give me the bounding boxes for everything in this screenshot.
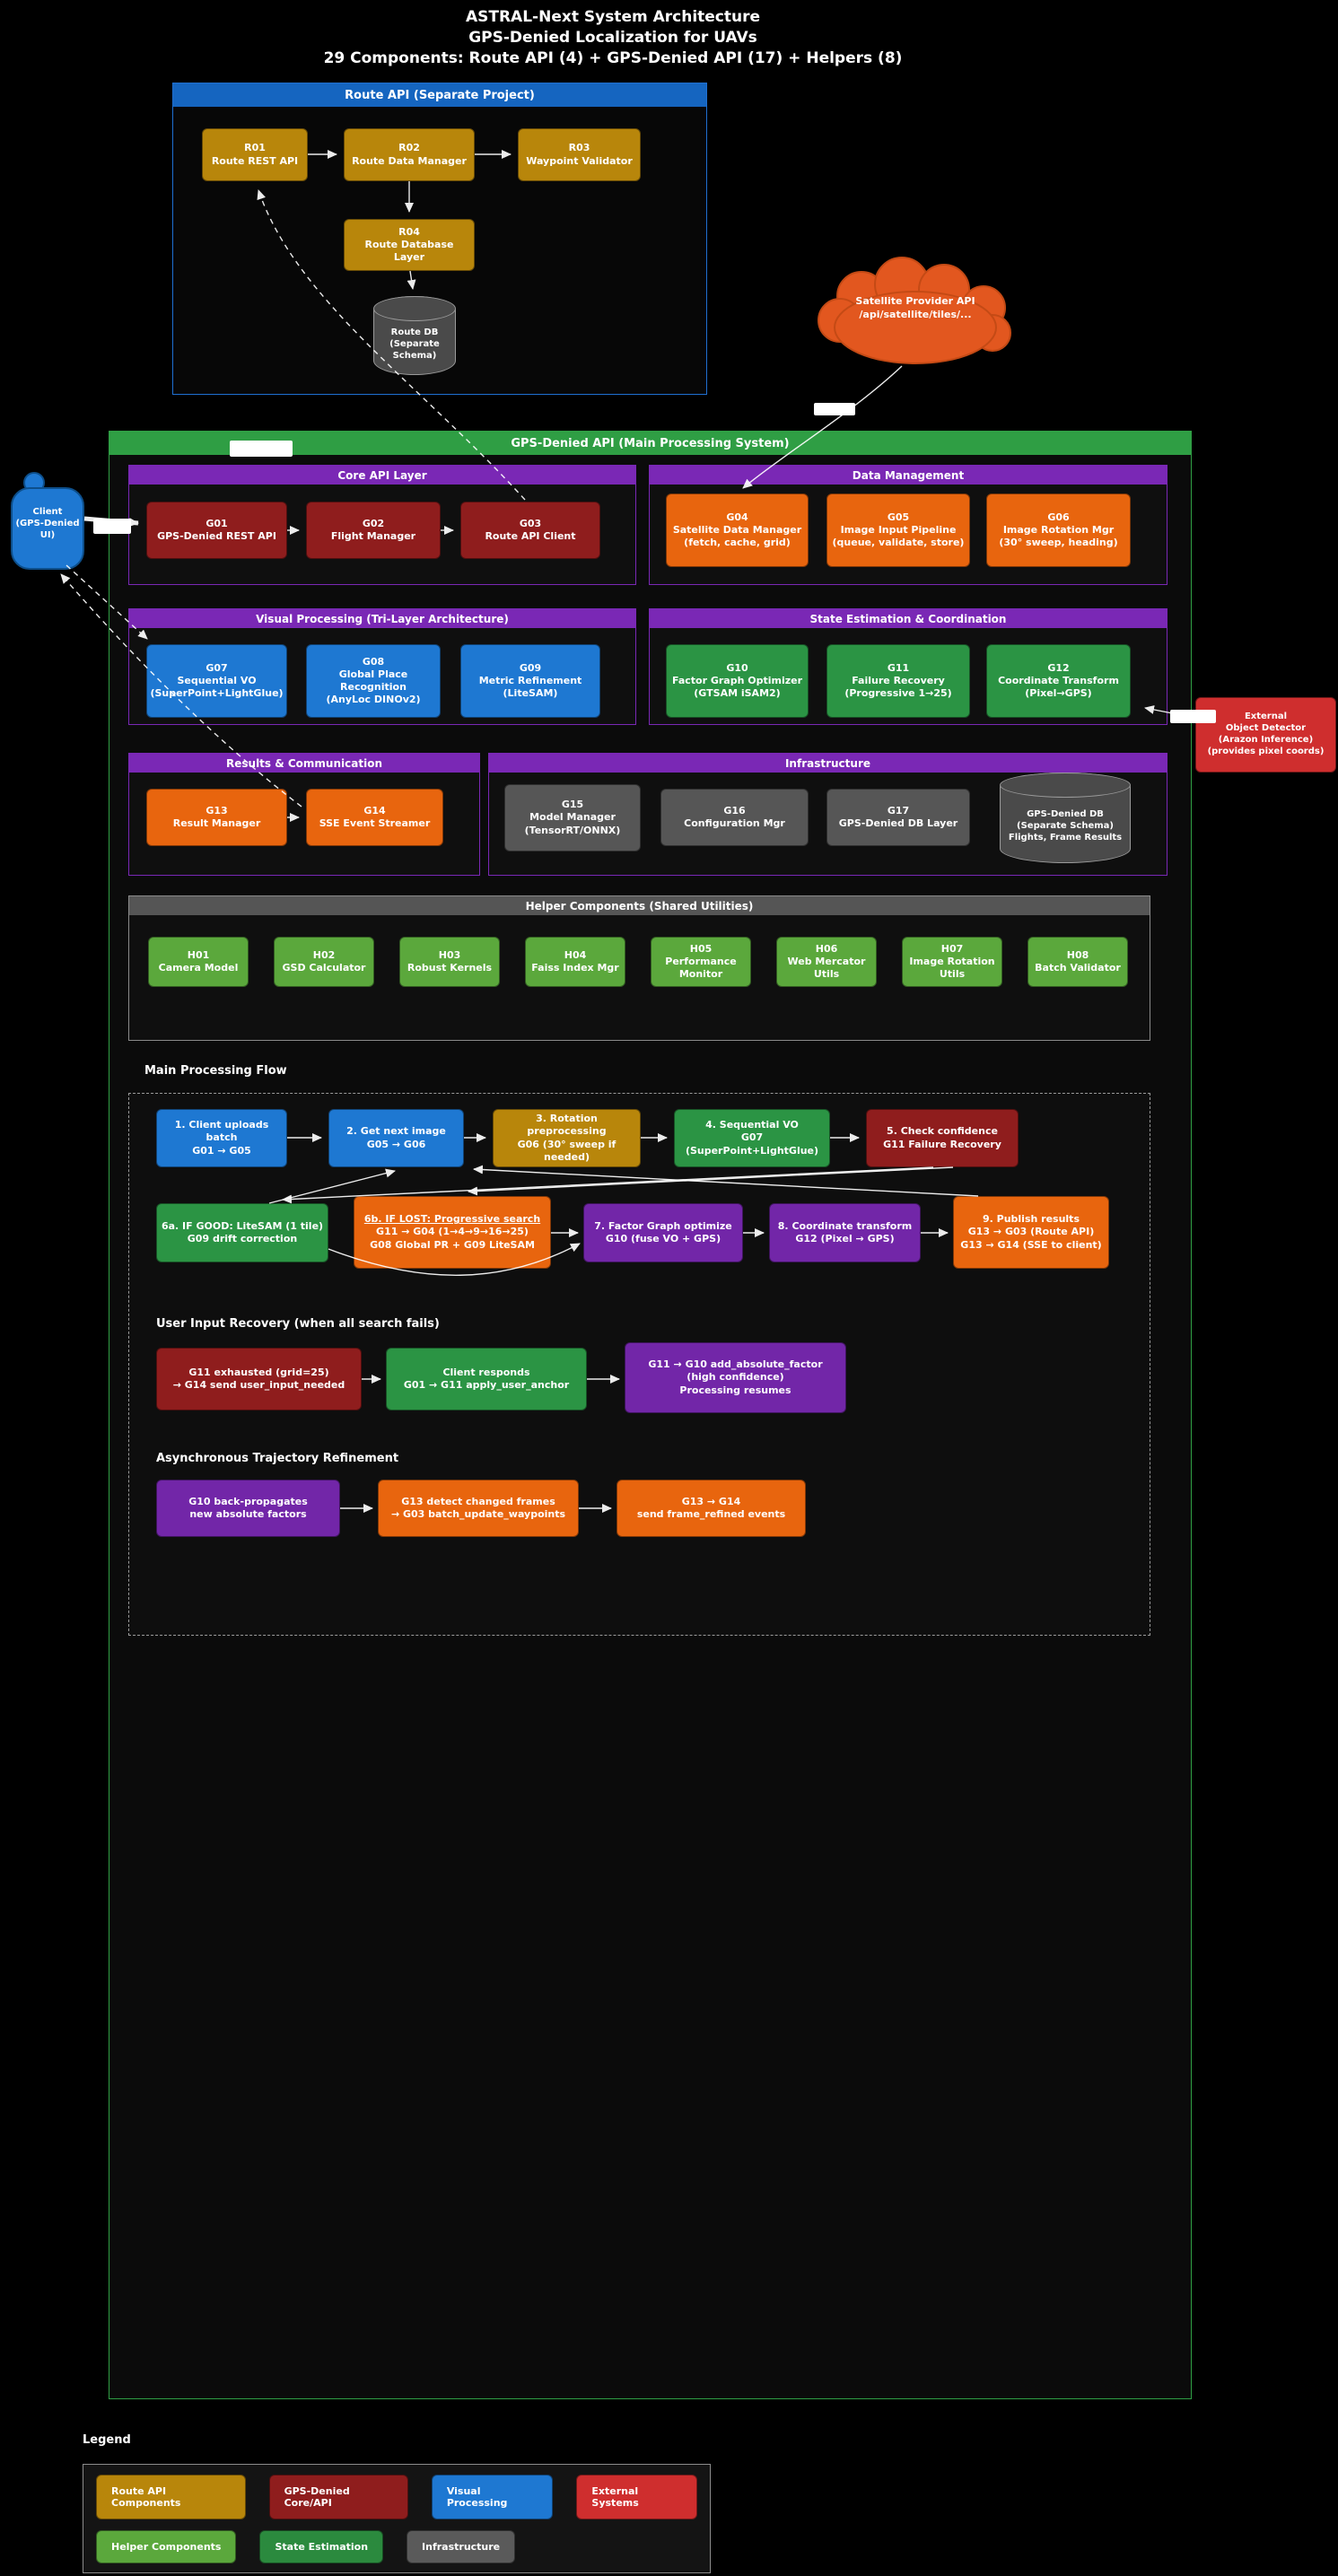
flow-step-9: 9. Publish results G13 → G03 (Route API)… bbox=[953, 1196, 1109, 1269]
node-g14: G14 SSE Event Streamer bbox=[306, 789, 443, 846]
node-g10: G10 Factor Graph Optimizer (GTSAM iSAM2) bbox=[666, 644, 809, 718]
node-h02: H02 GSD Calculator bbox=[274, 937, 374, 987]
route-db-label: Route DB (Separate Schema) bbox=[389, 327, 440, 361]
node-g12: G12 Coordinate Transform (Pixel→GPS) bbox=[986, 644, 1131, 718]
flow-user-2: Client responds G01 → G11 apply_user_anc… bbox=[386, 1348, 587, 1410]
gps-denied-db-label: GPS-Denied DB (Separate Schema) Flights,… bbox=[1008, 809, 1123, 843]
node-r03: R03 Waypoint Validator bbox=[518, 128, 641, 181]
node-g15: G15 Model Manager (TensorRT/ONNX) bbox=[504, 784, 641, 851]
flow-step-6b-body: G11 → G04 (1→4→9→16→25) G08 Global PR + … bbox=[370, 1226, 535, 1251]
route-db-cylinder: Route DB (Separate Schema) bbox=[373, 296, 456, 375]
satellite-provider-cloud: Satellite Provider API /api/satellite/ti… bbox=[808, 256, 1023, 372]
flow-step-6a: 6a. IF GOOD: LiteSAM (1 tile) G09 drift … bbox=[156, 1203, 328, 1262]
flow-step-2: 2. Get next image G05 → G06 bbox=[328, 1109, 464, 1167]
node-r04: R04 Route Database Layer bbox=[344, 219, 475, 271]
node-g08: G08 Global Place Recognition (AnyLoc DIN… bbox=[306, 644, 441, 718]
user-input-recovery-title: User Input Recovery (when all search fai… bbox=[156, 1317, 440, 1331]
client-person-icon bbox=[11, 472, 84, 570]
cloud-icon bbox=[818, 257, 1011, 364]
node-g01: G01 GPS-Denied REST API bbox=[146, 502, 287, 559]
node-g17: G17 GPS-Denied DB Layer bbox=[826, 789, 970, 846]
flow-step-6b: 6b. IF LOST: Progressive search G11 → G0… bbox=[354, 1196, 551, 1269]
flow-async-1: G10 back-propagates new absolute factors bbox=[156, 1480, 340, 1537]
legend: Route API Components GPS-Denied Core/API… bbox=[83, 2464, 711, 2573]
route-api-cluster-header: Route API (Separate Project) bbox=[173, 83, 706, 107]
flow-user-1: G11 exhausted (grid=25) → G14 send user_… bbox=[156, 1348, 362, 1410]
legend-item-state-estimation: State Estimation bbox=[259, 2529, 384, 2563]
section-results-communication-header: Results & Communication bbox=[129, 754, 479, 773]
section-infrastructure-header: Infrastructure bbox=[489, 754, 1167, 773]
node-g06: G06 Image Rotation Mgr (30° sweep, headi… bbox=[986, 493, 1131, 567]
flow-user-3: G11 → G10 add_absolute_factor (high conf… bbox=[625, 1342, 846, 1413]
section-helpers-header: Helper Components (Shared Utilities) bbox=[129, 896, 1150, 915]
async-refinement-title: Asynchronous Trajectory Refinement bbox=[156, 1452, 399, 1465]
legend-row-1: Route API Components GPS-Denied Core/API… bbox=[96, 2474, 697, 2519]
legend-item-route-api: Route API Components bbox=[96, 2474, 246, 2519]
section-data-management-header: Data Management bbox=[650, 466, 1167, 485]
node-h03: H03 Robust Kernels bbox=[399, 937, 500, 987]
flow-async-2: G13 detect changed frames → G03 batch_up… bbox=[378, 1480, 579, 1537]
node-g16: G16 Configuration Mgr bbox=[660, 789, 809, 846]
node-g02: G02 Flight Manager bbox=[306, 502, 441, 559]
flow-step-5: 5. Check confidence G11 Failure Recovery bbox=[866, 1109, 1019, 1167]
edge-label-chip-4 bbox=[93, 519, 131, 534]
node-g09: G09 Metric Refinement (LiteSAM) bbox=[460, 644, 600, 718]
node-g04: G04 Satellite Data Manager (fetch, cache… bbox=[666, 493, 809, 567]
node-h05: H05 Performance Monitor bbox=[651, 937, 751, 987]
edge-label-chip-2 bbox=[814, 403, 855, 415]
node-g13: G13 Result Manager bbox=[146, 789, 287, 846]
flow-step-3: 3. Rotation preprocessing G06 (30° sweep… bbox=[493, 1109, 641, 1167]
page-title: ASTRAL-Next System Architecture GPS-Deni… bbox=[323, 8, 903, 67]
node-h01: H01 Camera Model bbox=[148, 937, 249, 987]
legend-item-visual-processing: Visual Processing bbox=[431, 2474, 554, 2519]
satellite-provider-label: Satellite Provider API /api/satellite/ti… bbox=[855, 295, 975, 320]
flow-title: Main Processing Flow bbox=[144, 1064, 287, 1078]
legend-item-helper-components: Helper Components bbox=[96, 2529, 237, 2563]
flow-step-8: 8. Coordinate transform G12 (Pixel → GPS… bbox=[769, 1203, 921, 1262]
node-r02: R02 Route Data Manager bbox=[344, 128, 475, 181]
flow-async-3: G13 → G14 send frame_refined events bbox=[617, 1480, 806, 1537]
node-h07: H07 Image Rotation Utils bbox=[902, 937, 1002, 987]
node-h06: H06 Web Mercator Utils bbox=[776, 937, 877, 987]
legend-title: Legend bbox=[83, 2433, 131, 2447]
legend-item-infrastructure: Infrastructure bbox=[407, 2529, 516, 2563]
legend-item-external-systems: External Systems bbox=[576, 2474, 697, 2519]
legend-row-2: Helper Components State Estimation Infra… bbox=[96, 2529, 697, 2563]
legend-item-gps-denied-core: GPS-Denied Core/API bbox=[268, 2474, 408, 2519]
node-h08: H08 Batch Validator bbox=[1028, 937, 1128, 987]
node-external-object-detector: External Object Detector (Arazon Inferen… bbox=[1195, 697, 1336, 773]
node-g05: G05 Image Input Pipeline (queue, validat… bbox=[826, 493, 970, 567]
section-visual-processing-header: Visual Processing (Tri-Layer Architectur… bbox=[129, 609, 635, 628]
flow-step-7: 7. Factor Graph optimize G10 (fuse VO + … bbox=[583, 1203, 743, 1262]
flow-step-6b-title: 6b. IF LOST: Progressive search bbox=[363, 1213, 541, 1226]
flow-step-1: 1. Client uploads batch G01 → G05 bbox=[156, 1109, 287, 1167]
section-core-api-header: Core API Layer bbox=[129, 466, 635, 485]
edge-label-chip-3 bbox=[1170, 710, 1216, 723]
node-g03: G03 Route API Client bbox=[460, 502, 600, 559]
gps-denied-db-cylinder: GPS-Denied DB (Separate Schema) Flights,… bbox=[1000, 773, 1131, 863]
client-label: Client (GPS-Denied UI) bbox=[15, 507, 80, 540]
edge-label-chip-1 bbox=[230, 441, 293, 457]
flow-step-4: 4. Sequential VO G07 (SuperPoint+LightGl… bbox=[674, 1109, 830, 1167]
section-state-estimation-header: State Estimation & Coordination bbox=[650, 609, 1167, 628]
node-g07: G07 Sequential VO (SuperPoint+LightGlue) bbox=[146, 644, 287, 718]
client-actor: Client (GPS-Denied UI) bbox=[9, 470, 86, 571]
node-r01: R01 Route REST API bbox=[202, 128, 308, 181]
node-g11: G11 Failure Recovery (Progressive 1→25) bbox=[826, 644, 970, 718]
node-h04: H04 Faiss Index Mgr bbox=[525, 937, 625, 987]
